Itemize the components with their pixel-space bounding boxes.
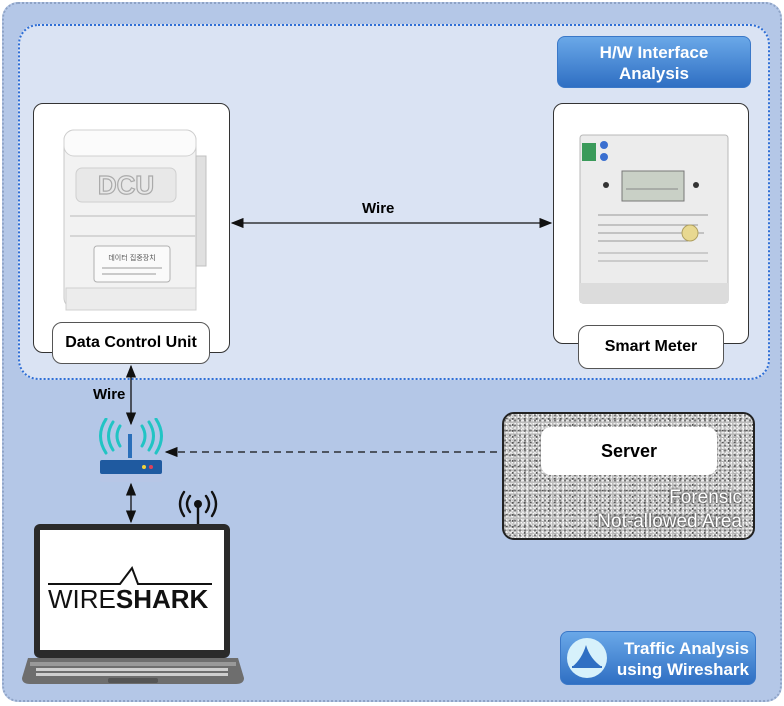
hw-banner-line1: H/W Interface <box>599 43 709 62</box>
traffic-banner-line2: using Wireshark <box>616 660 749 679</box>
dcu-text: DCU <box>98 170 154 200</box>
wire-label-top: Wire <box>362 200 395 217</box>
wireshark-logo: WIRESHARK <box>48 565 212 614</box>
meter-label: Smart Meter <box>578 325 724 369</box>
forensic-line2: Not-allowed Area <box>597 511 742 532</box>
smart-meter-image <box>579 134 729 304</box>
wireshark-logo-wire: WIRE <box>48 584 116 614</box>
server-box: Server <box>541 427 717 475</box>
laptop-icon <box>22 524 244 684</box>
svg-text:WIRESHARK: WIRESHARK <box>48 584 209 614</box>
dcu-label: Data Control Unit <box>52 322 210 364</box>
dcu-plate-text: 데이터 집중장치 <box>108 253 155 262</box>
antenna-icon <box>178 490 218 528</box>
wireshark-fin-icon <box>567 638 607 678</box>
dcu-device-image: DCU 데이터 집중장치 <box>63 129 207 311</box>
wifi-waves-icon <box>99 418 163 455</box>
hw-interface-banner: H/W Interface Analysis <box>557 36 751 88</box>
forensic-line1: Forensic <box>669 487 742 508</box>
wire-label-left: Wire <box>93 386 126 403</box>
hw-banner-line2: Analysis <box>619 64 689 83</box>
traffic-banner-line1: Traffic Analysis <box>623 639 749 658</box>
forensic-label: Forensic Not-allowed Area <box>540 486 742 534</box>
wireshark-logo-shark: SHARK <box>116 584 209 614</box>
router-icon <box>99 418 163 482</box>
